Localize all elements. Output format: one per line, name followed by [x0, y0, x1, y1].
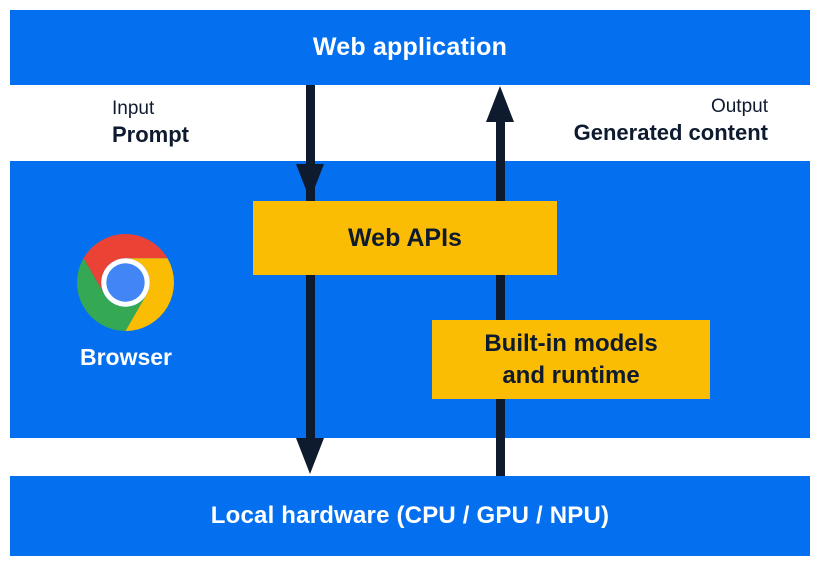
chrome-logo-green-segment — [77, 258, 147, 331]
builtin-models-box: Built-in models and runtime — [432, 320, 710, 399]
web-apis-label: Web APIs — [348, 223, 462, 252]
chrome-logo-icon — [77, 234, 174, 331]
chrome-logo-red-segment — [83, 234, 168, 295]
web-apis-box: Web APIs — [253, 201, 557, 275]
web-application-label: Web application — [312, 33, 508, 61]
input-annotation: Input Prompt — [112, 97, 189, 148]
up-arrowhead — [486, 86, 514, 122]
chrome-logo-blue-center — [106, 263, 145, 302]
generated-content-label: Generated content — [573, 120, 768, 145]
input-prompt-label: Prompt — [112, 122, 189, 147]
web-application-layer: Web application — [10, 10, 810, 85]
up-arrow-line — [496, 122, 505, 476]
builtin-models-label-line2: and runtime — [502, 361, 640, 389]
local-hardware-label: Local hardware (CPU / GPU / NPU) — [210, 502, 610, 529]
local-hardware-layer: Local hardware (CPU / GPU / NPU) — [10, 476, 810, 556]
chrome-logo-yellow-segment — [125, 258, 174, 331]
input-label: Input — [112, 98, 155, 119]
output-label: Output — [710, 96, 768, 117]
down-arrowhead-top — [296, 164, 324, 200]
down-arrowhead-bottom — [296, 438, 324, 474]
builtin-models-label-line1: Built-in models — [484, 329, 658, 357]
output-annotation: Output Generated content — [574, 95, 768, 146]
browser-label: Browser — [79, 344, 173, 370]
